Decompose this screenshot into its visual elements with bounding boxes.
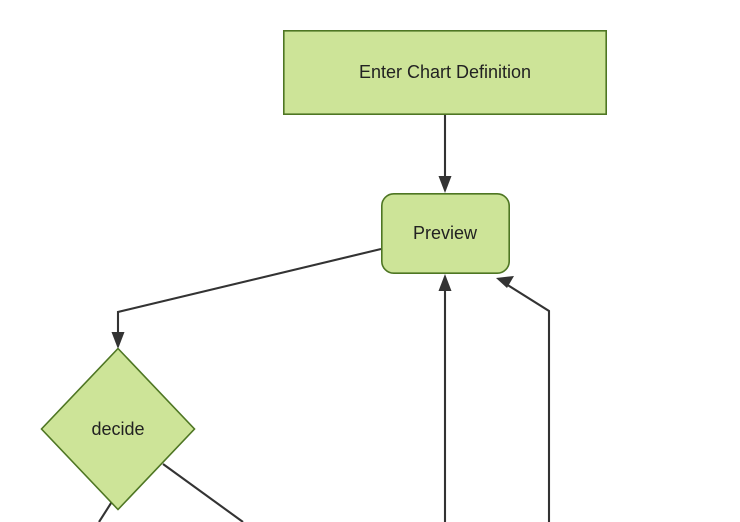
edge-line: [116, 247, 382, 338]
edge-line: [505, 283, 551, 522]
rounded-rectangle-shape[interactable]: [380, 193, 510, 275]
node-decide[interactable]: decide: [40, 347, 196, 511]
edge-line: [162, 463, 244, 522]
arrowhead-icon: [438, 176, 452, 193]
arrowhead-icon: [438, 274, 452, 291]
diamond-shape[interactable]: [40, 347, 196, 511]
edge-preview-to-decide: [111, 247, 382, 349]
node-preview[interactable]: Preview: [380, 193, 510, 275]
edge-line: [98, 499, 114, 522]
edge-decide-out-left: [98, 499, 114, 522]
edge-enter-to-preview: [438, 115, 452, 193]
edge-offscreen-right-to-preview: [496, 276, 551, 522]
edge-offscreen-center-to-preview: [438, 274, 452, 522]
rectangle-shape[interactable]: [282, 29, 607, 116]
edge-decide-out-right: [162, 463, 244, 522]
node-enter-chart-definition[interactable]: Enter Chart Definition: [282, 29, 607, 116]
arrowhead-icon: [496, 276, 514, 288]
arrowhead-icon: [111, 332, 125, 349]
